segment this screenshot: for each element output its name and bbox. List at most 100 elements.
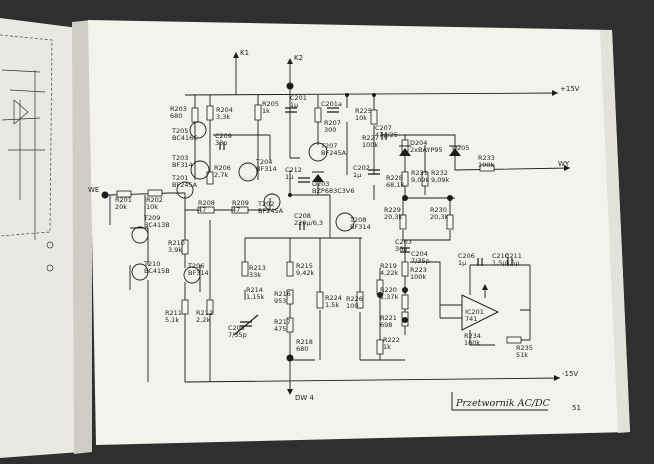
c211-designator: C211: [505, 252, 522, 260]
c205-designator: C205: [228, 324, 245, 332]
minus-rail-label: -15V: [562, 370, 578, 378]
c203-designator: C203: [395, 238, 412, 246]
r208-value: 47: [198, 206, 206, 214]
r222-designator: R222: [383, 336, 400, 344]
r228-designator: R228: [386, 174, 403, 182]
r233-value: 100k: [478, 161, 494, 169]
r229-value: 20,3k: [384, 213, 402, 221]
c209-designator: C209: [215, 132, 232, 140]
r216-designator: R216: [274, 290, 291, 298]
c207-designator: C207: [375, 124, 392, 132]
c202-designator: C202: [353, 164, 370, 172]
r206-designator: R206: [214, 164, 231, 172]
r233-designator: R233: [478, 154, 495, 162]
t207-designator: T207: [320, 142, 337, 150]
t201-designator: T201: [171, 174, 188, 182]
r224-value: 1,5k: [325, 301, 339, 309]
r206-value: 2,7k: [214, 171, 228, 179]
r210-value: 3,9k: [168, 246, 182, 254]
r221-value: 698: [380, 321, 392, 329]
r215-value: 9,42k: [296, 269, 314, 277]
r235-value: 51k: [516, 351, 528, 359]
input-label: WE: [88, 186, 99, 194]
arrows: [233, 52, 570, 395]
d203-designator: D203: [312, 180, 329, 188]
r209-designator: R209: [232, 199, 249, 207]
t201-value: BF245A: [172, 181, 198, 189]
r220-designator: R220: [380, 286, 397, 294]
t205-designator: T205: [171, 127, 188, 135]
c206-designator: C206: [458, 252, 475, 260]
switch-label: DW 4: [295, 394, 315, 402]
r215-designator: R215: [296, 262, 313, 270]
c207-value: 47µ/25: [375, 131, 398, 139]
capacitors: [219, 107, 513, 336]
r223-designator: R223: [410, 266, 427, 274]
ic201-value: 741: [465, 315, 477, 323]
r214-value: 1,15k: [246, 293, 264, 301]
r219-designator: R219: [380, 262, 397, 270]
r214-designator: R214: [246, 286, 263, 294]
c206-value: 1µ: [458, 259, 466, 267]
d203-value: BZP683C3V6: [312, 187, 355, 195]
t202-value: BF245A: [258, 207, 284, 215]
r204-value: 3,3k: [216, 113, 230, 121]
resistors: [116, 104, 522, 355]
c210-value: 1,5µ: [492, 259, 506, 267]
c212-designator: C212: [285, 166, 302, 174]
diodes: [312, 145, 461, 182]
component-labels: R20120kR20210kR203680R2043,3kR2051kR2062…: [115, 94, 533, 359]
r202-designator: R202: [146, 196, 163, 204]
r218-value: 680: [296, 345, 308, 353]
ic201-designator: IC201: [465, 308, 484, 316]
r207-value: 300: [324, 126, 336, 134]
r213-value: 33k: [249, 271, 261, 279]
r203-designator: R203: [170, 105, 187, 113]
r227-designator: R227: [362, 134, 379, 142]
r209-value: 47: [232, 206, 240, 214]
c211-value: 1,5µ: [505, 259, 519, 267]
r224-designator: R224: [325, 294, 342, 302]
r232-designator: R232: [431, 169, 448, 177]
t208-designator: T208: [349, 216, 366, 224]
c210-designator: C210: [492, 252, 509, 260]
r225-value: 10k: [355, 114, 367, 122]
c212-value: 1µ: [285, 173, 293, 181]
t204-designator: T204: [255, 158, 272, 166]
c201-designator: C201: [290, 94, 307, 102]
c201-value: 1µ: [290, 101, 298, 109]
r202-value: 10k: [146, 203, 158, 211]
r226-designator: R226: [346, 295, 363, 303]
gutter: [72, 20, 92, 454]
d204-value: 2xBAYP95: [410, 146, 443, 154]
r222-value: 1k: [383, 343, 391, 351]
t206-value: BF314: [188, 269, 209, 277]
c209-value: 33p: [215, 139, 227, 147]
main-page: [88, 20, 630, 445]
t207-value: BF245A: [321, 149, 347, 157]
r221-designator: R221: [380, 314, 397, 322]
r230-designator: R230: [430, 206, 447, 214]
r231-designator: R231: [411, 169, 428, 177]
r219-value: 4,22k: [380, 269, 398, 277]
c204-value: 7/35p: [411, 257, 430, 265]
r217-value: 475: [274, 325, 286, 333]
t209-value: BC413B: [144, 221, 170, 229]
diagram-title: Przetwornik AC/DC: [455, 398, 551, 409]
t202-designator: T202: [257, 200, 274, 208]
r204-designator: R204: [216, 106, 233, 114]
c205-value: 7/35p: [228, 331, 247, 339]
r205-designator: R205: [262, 100, 279, 108]
r231-value: 9,09k: [411, 176, 429, 184]
c201a-designator: C201a: [321, 100, 342, 108]
t206-designator: T206: [187, 262, 204, 270]
plus-rail-label: +15V: [560, 85, 580, 93]
r212-designator: R212: [196, 309, 213, 317]
k2-label: K2: [294, 54, 303, 62]
r210-designator: R210: [168, 239, 185, 247]
r217-designator: R217: [274, 318, 291, 326]
c208-designator: C208: [294, 212, 311, 220]
r212-value: 2,2k: [196, 316, 210, 324]
d205-designator: D205: [452, 144, 469, 152]
